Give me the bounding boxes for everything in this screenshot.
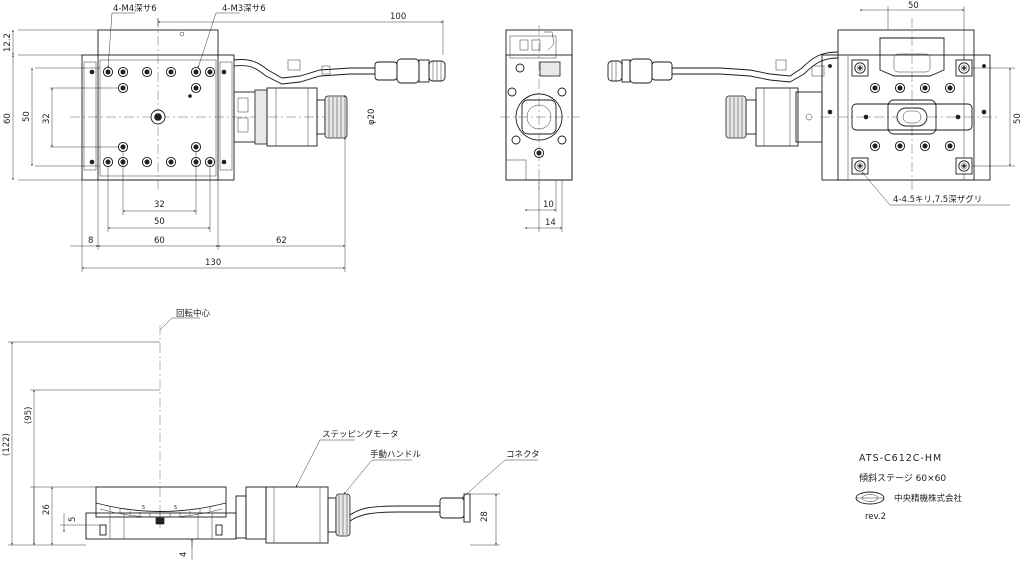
title-block: ATS-C612C-HM 傾斜ステージ 60×60 中央精機株式会社 rev.2 xyxy=(855,453,963,522)
label-counterbore-holes: 4-4.5キリ,7.5深ザグリ xyxy=(893,194,982,205)
front-cable xyxy=(349,505,440,516)
dim-50-horizontal: 50 xyxy=(154,217,165,227)
dim-phi20: φ20 xyxy=(367,109,377,125)
bottom-hand-knob xyxy=(725,95,747,139)
dim-4: 4 xyxy=(179,552,189,557)
dim-95-paren: (95) xyxy=(24,407,34,424)
svg-text:5: 5 xyxy=(142,505,145,511)
label-stepping-motor: ステッピングモータ xyxy=(322,429,399,440)
dim-5: 5 xyxy=(68,517,78,522)
dim-60-vertical: 60 xyxy=(3,113,13,124)
company-name: 中央精機株式会社 xyxy=(894,493,963,504)
label-hand-knob: 手動ハンドル xyxy=(370,449,422,460)
end-view: 10 14 xyxy=(500,25,580,232)
dim-28: 28 xyxy=(480,511,490,522)
dim-26: 26 xyxy=(42,504,52,515)
bottom-motor-body xyxy=(755,87,799,147)
dim-14: 14 xyxy=(545,218,556,228)
bottom-cable xyxy=(672,51,839,77)
dim-100: 100 xyxy=(390,12,406,22)
dim-32-vertical: 32 xyxy=(42,113,52,124)
front-connector xyxy=(439,497,465,519)
label-m4: 4-M4深サ6 xyxy=(113,4,157,14)
dim-50-right: 50 xyxy=(1013,113,1023,124)
top-connector xyxy=(374,61,398,81)
bottom-view: 50 50 4-4.5キリ,7.5深ザグリ xyxy=(607,1,1023,206)
dim-122-paren: (122) xyxy=(2,433,12,456)
dim-32-horizontal: 32 xyxy=(154,200,165,210)
revision: rev.2 xyxy=(865,512,886,522)
top-view: 12.2 60 50 32 32 50 8 60 62 130 φ20 xyxy=(3,4,446,272)
dim-50-vertical: 50 xyxy=(22,111,32,122)
dim-130: 130 xyxy=(205,258,221,268)
dim-60-horizontal: 60 xyxy=(154,236,165,246)
front-tilt-arc xyxy=(95,502,227,512)
company-logo xyxy=(855,491,885,505)
front-view: 回転中心 5 5 xyxy=(2,308,540,560)
dim-50-top-right: 50 xyxy=(908,1,919,11)
label-m3: 4-M3深サ6 xyxy=(222,4,266,14)
dim-10: 10 xyxy=(543,200,554,210)
top-screws xyxy=(89,66,227,168)
dim-62: 62 xyxy=(276,236,287,246)
front-motor-body xyxy=(265,486,329,544)
bottom-center-slot xyxy=(851,103,973,131)
label-connector: コネクタ xyxy=(506,450,540,460)
product-description: 傾斜ステージ 60×60 xyxy=(859,472,946,484)
dim-8: 8 xyxy=(88,236,93,246)
model-number: ATS-C612C-HM xyxy=(859,453,942,464)
label-rotation-center: 回転中心 xyxy=(176,308,211,319)
svg-text:5: 5 xyxy=(174,505,177,511)
top-hand-knob xyxy=(324,95,348,139)
top-cable xyxy=(233,59,375,79)
dim-12-2: 12.2 xyxy=(3,33,13,52)
bottom-connector xyxy=(651,61,673,81)
